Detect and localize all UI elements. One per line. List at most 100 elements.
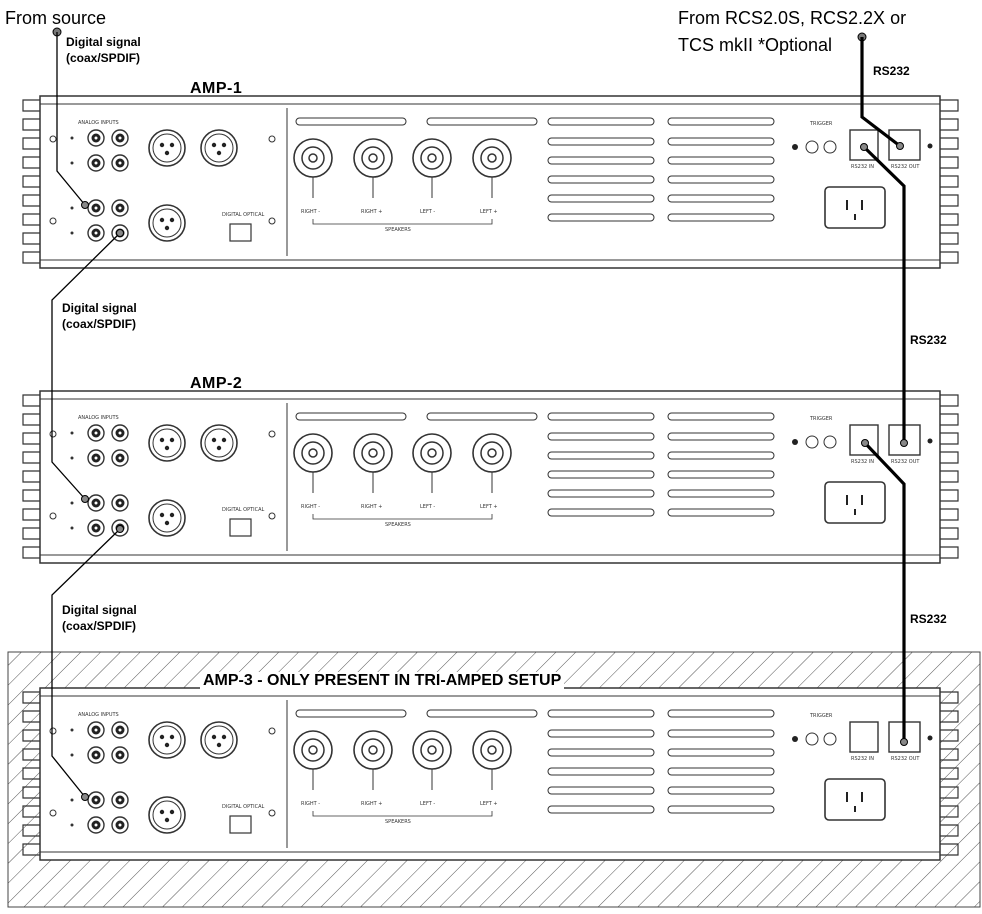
rca-jack-pin xyxy=(94,823,98,827)
xlr-connector-pin3 xyxy=(164,225,170,231)
rca-jack-pin xyxy=(94,431,98,435)
heatsink-fin xyxy=(940,451,959,464)
heatsink-fin xyxy=(940,691,959,704)
vent-slot xyxy=(426,709,538,718)
screw xyxy=(268,727,276,735)
xlr-connector-pin1 xyxy=(211,142,217,148)
screw xyxy=(268,512,276,520)
speaker-binding-post-inner xyxy=(480,441,504,465)
vent-slot xyxy=(547,489,655,498)
rs232-label-3: RS232 xyxy=(910,612,947,626)
speaker-binding-post-inner xyxy=(420,146,444,170)
optical-text: DIGITAL OPTICAL xyxy=(222,507,265,513)
rca-jack-pin xyxy=(118,728,122,732)
screw xyxy=(268,809,276,817)
power-inlet xyxy=(824,186,886,229)
heatsink-fin xyxy=(22,786,40,799)
vent-slot xyxy=(667,213,775,222)
trigger-jack xyxy=(805,732,819,746)
heatsink-fin xyxy=(22,232,40,245)
vent-slot xyxy=(547,213,655,222)
wire-end-dot xyxy=(81,201,89,209)
speaker-binding-post-post xyxy=(487,153,497,163)
heatsink-fin xyxy=(22,137,40,150)
vent-slot xyxy=(667,175,775,184)
rca-jack-pin xyxy=(94,753,98,757)
xlr-connector xyxy=(148,424,186,462)
heatsink-fin xyxy=(940,99,959,112)
speaker-terminal-text: LEFT + xyxy=(480,504,498,510)
digital-wire-amp1-amp2 xyxy=(51,232,121,500)
speaker-binding-post-inner xyxy=(480,146,504,170)
vent-slot xyxy=(667,767,775,776)
rca-jack-pin xyxy=(118,823,122,827)
rs232-wire-amp2-amp3 xyxy=(863,441,906,742)
vent-slot xyxy=(547,767,655,776)
vent-slot xyxy=(667,508,775,517)
speaker-binding-post-post xyxy=(308,448,318,458)
digital-signal-label-1b: (coax/SPDIF) xyxy=(66,51,141,65)
heatsink-fin xyxy=(22,748,40,761)
xlr-connector-pin1 xyxy=(159,142,165,148)
trigger-jack xyxy=(823,140,837,154)
wire-end-dot xyxy=(900,439,908,447)
heatsink-fin xyxy=(940,156,959,169)
status-led xyxy=(927,735,933,741)
speakers-text: SPEAKERS xyxy=(385,522,411,528)
screw xyxy=(49,430,57,438)
heatsink-fin xyxy=(940,394,959,407)
xlr-connector xyxy=(148,796,186,834)
rs232-out-text: RS232 OUT xyxy=(891,756,920,762)
rca-jack-pin xyxy=(94,798,98,802)
speaker-terminal-text: LEFT - xyxy=(420,801,435,807)
xlr-connector-pin1 xyxy=(159,437,165,443)
rca-jack-pin xyxy=(118,501,122,505)
rca-jack-pin xyxy=(118,753,122,757)
analog-inputs-text: ANALOG INPUTS xyxy=(78,415,119,421)
rca-jack-pin xyxy=(118,431,122,435)
speaker-binding-post-post xyxy=(368,448,378,458)
rs232-wire-amp1-amp2 xyxy=(862,145,906,443)
amp-3-label: AMP-3 - ONLY PRESENT IN TRI-AMPED SETUP xyxy=(200,672,565,690)
rca-jack-pin xyxy=(94,161,98,165)
speaker-binding-post-inner xyxy=(301,146,325,170)
power-inlet xyxy=(824,481,886,524)
xlr-connector-pin3 xyxy=(216,742,222,748)
speaker-terminal-text: LEFT + xyxy=(480,209,498,215)
xlr-connector-pin1 xyxy=(159,217,165,223)
speaker-binding-post-post xyxy=(427,448,437,458)
speaker-binding-post-inner xyxy=(420,738,444,762)
vent-slot xyxy=(547,470,655,479)
trigger-jack xyxy=(823,732,837,746)
rca-jack-pin xyxy=(118,206,122,210)
rs232-in-text: RS232 IN xyxy=(851,756,874,762)
vent-slot xyxy=(667,748,775,757)
vent-slot xyxy=(667,709,775,718)
vent-slot xyxy=(667,432,775,441)
screw xyxy=(49,727,57,735)
heatsink-fin xyxy=(22,156,40,169)
dot xyxy=(70,823,74,827)
speaker-terminal-text: RIGHT + xyxy=(361,209,382,215)
screw xyxy=(268,135,276,143)
digital-signal-label-1a: Digital signal xyxy=(66,35,141,49)
digital-signal-label-3a: Digital signal xyxy=(62,603,137,617)
speaker-terminal-text: RIGHT - xyxy=(301,801,320,807)
heatsink-fin xyxy=(940,432,959,445)
dot xyxy=(70,231,74,235)
heatsink-fin xyxy=(22,175,40,188)
dot xyxy=(70,136,74,140)
xlr-connector-pin2 xyxy=(221,437,227,443)
xlr-connector-pin1 xyxy=(211,437,217,443)
rs232-label-2: RS232 xyxy=(910,333,947,347)
dot xyxy=(70,431,74,435)
xlr-connector-pin1 xyxy=(211,734,217,740)
vent-slot xyxy=(547,156,655,165)
xlr-connector-ring xyxy=(204,133,234,163)
heatsink-fin xyxy=(940,251,959,264)
screw xyxy=(49,135,57,143)
dot xyxy=(70,501,74,505)
heatsink-fin xyxy=(22,710,40,723)
